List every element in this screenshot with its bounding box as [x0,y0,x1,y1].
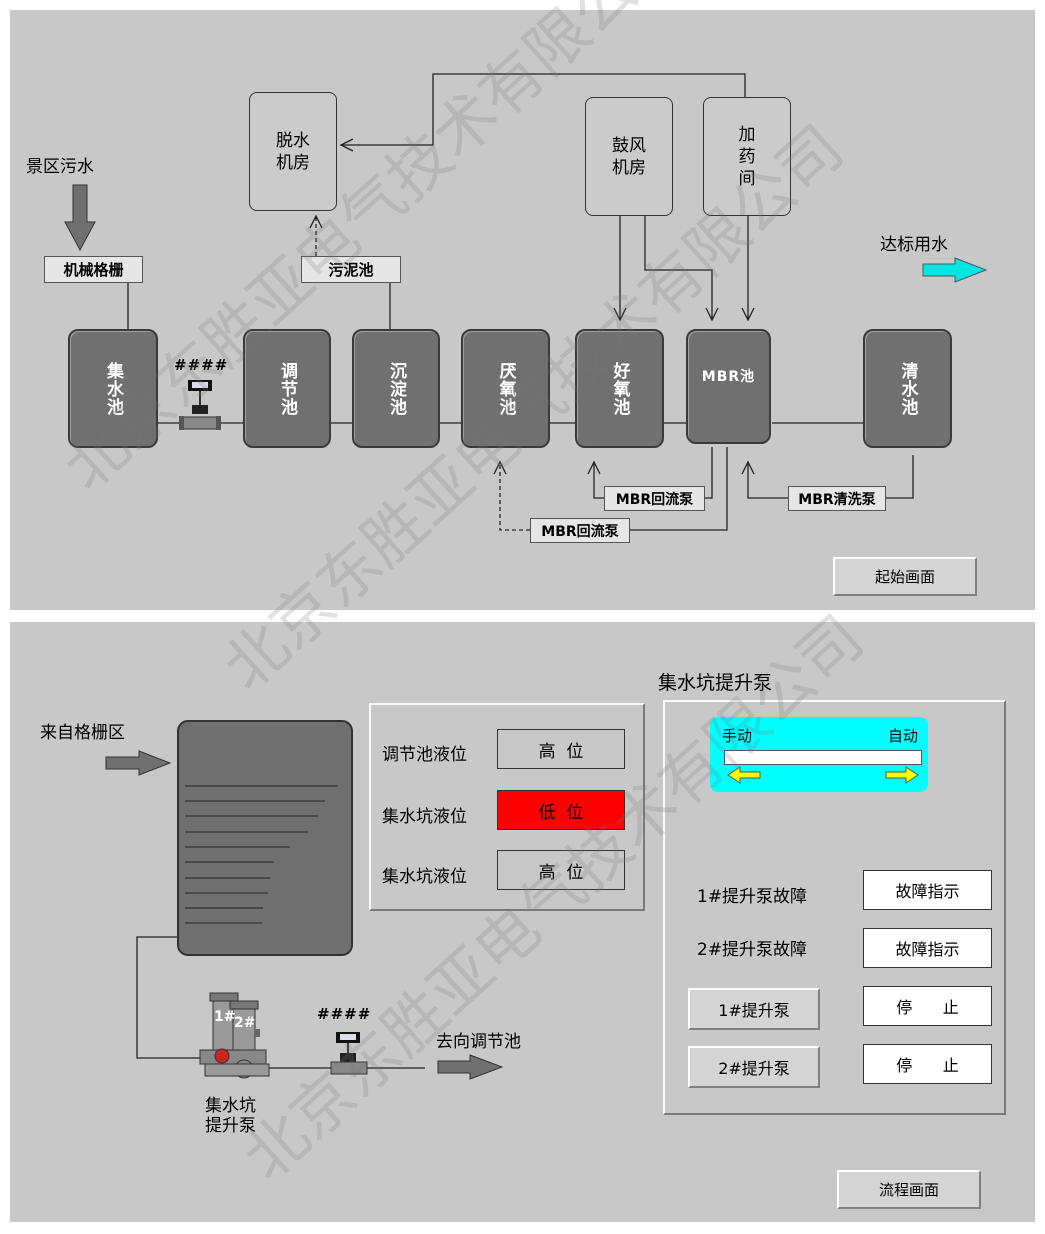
tank-equalization: 调节池 [243,329,331,448]
tank-collection: 集水池 [68,329,158,448]
process-screen-button[interactable]: 流程画面 [837,1170,981,1209]
sludge-tank-tag: 污泥池 [301,256,401,283]
sewage-source-label: 景区污水 [26,157,94,177]
collection-pit-tank [177,720,353,956]
level-row-1-indicator: 高 位 [497,729,625,769]
start-screen-button[interactable]: 起始画面 [833,557,977,596]
flowmeter-top [179,380,221,430]
pump-2-name: 2# [234,1015,256,1031]
pump-1-name: 1# [214,1009,236,1025]
pump-2-button[interactable]: 2#提升泵 [688,1046,820,1088]
pump-station-label: 集水坑 提升泵 [205,1096,256,1136]
tank-anaerobic: 厌氧池 [461,329,550,448]
level-row-1-label: 调节池液位 [382,745,467,765]
fault-row-1-label: 1#提升泵故障 [697,887,808,907]
pump-2-status: 停 止 [863,1044,992,1084]
tank-clear-water: 清水池 [863,329,952,448]
lift-pump-title: 集水坑提升泵 [658,672,773,694]
tank-mbr: MBR池 [686,329,771,444]
level-row-3-label: 集水坑液位 [382,867,467,887]
tank-sedimentation: 沉淀池 [352,329,440,448]
flowmeter-bottom [330,1032,368,1075]
level-row-3-indicator: 高 位 [497,850,625,890]
mode-switch[interactable]: 手动 自动 [710,717,928,792]
fault-row-1-indicator: 故障指示 [863,870,992,910]
flowmeter-bottom-value: #### [317,1005,372,1023]
mbr-return-pump-tag-2: MBR回流泵 [530,518,630,543]
mbr-cleaning-pump-tag: MBR清洗泵 [788,486,886,511]
mode-manual-label: 手动 [722,727,753,745]
flowmeter-top-value: #### [174,356,229,374]
mode-auto-label: 自动 [887,727,918,745]
tank-aerobic: 好氧池 [575,329,664,448]
level-row-2-indicator: 低 位 [497,790,625,830]
level-row-2-label: 集水坑液位 [382,807,467,827]
mode-switch-track [724,750,922,765]
mechanical-screen-tag: 机械格栅 [44,256,143,283]
source-grid-label: 来自格栅区 [40,723,125,743]
pump-1-button[interactable]: 1#提升泵 [688,988,820,1030]
blower-room: 鼓风 机房 [585,97,673,216]
output-water-label: 达标用水 [880,235,948,255]
mbr-return-pump-tag-1: MBR回流泵 [604,486,705,511]
fault-row-2-indicator: 故障指示 [863,928,992,968]
fault-row-2-label: 2#提升泵故障 [697,940,808,960]
pump-control-box [663,700,1006,1115]
pump-1-status: 停 止 [863,986,992,1026]
level-status-box [369,703,645,911]
dosing-room: 加 药 间 [703,97,791,216]
dewatering-room: 脱水 机房 [249,92,337,211]
lift-pump-group [199,992,270,1079]
destination-label: 去向调节池 [436,1032,521,1052]
mode-switch-arrows [727,766,919,784]
